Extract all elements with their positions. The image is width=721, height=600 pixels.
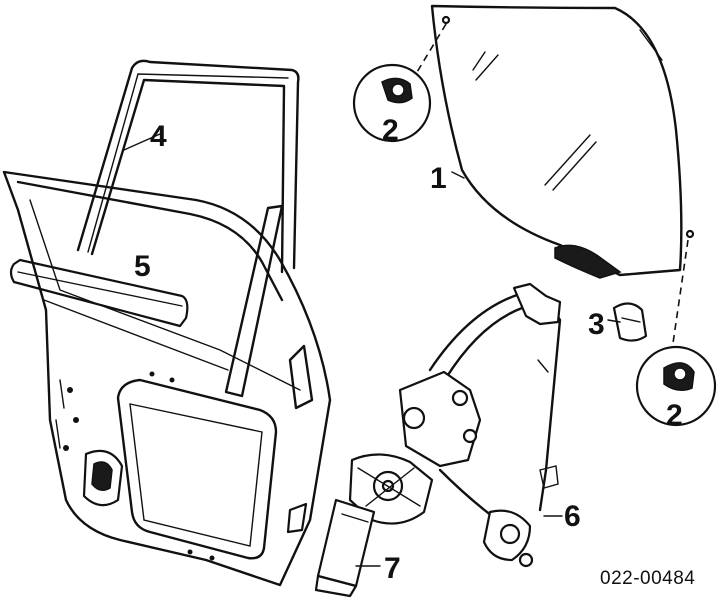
- glass-clip-detail-top: [352, 23, 447, 143]
- callout-5: 5: [134, 250, 151, 283]
- window-channel-seal: [76, 59, 300, 398]
- callout-7: 7: [384, 552, 401, 585]
- glass-clip-part: [612, 302, 648, 342]
- callout-2-top: 2: [382, 114, 399, 147]
- callout-1: 1: [430, 162, 447, 195]
- callout-2-bottom: 2: [666, 399, 683, 432]
- belt-molding: [9, 258, 189, 328]
- glass-clip-detail-bottom: [635, 239, 717, 427]
- leader-lines: [123, 133, 621, 567]
- door-shell: [2, 170, 332, 587]
- door-glass: [430, 4, 695, 279]
- callout-6: 6: [564, 500, 581, 533]
- diagram-code: 022-00484: [600, 568, 695, 589]
- window-regulator: [398, 282, 562, 568]
- callout-4: 4: [150, 120, 167, 153]
- window-motor: [314, 453, 434, 598]
- callout-3: 3: [588, 308, 605, 341]
